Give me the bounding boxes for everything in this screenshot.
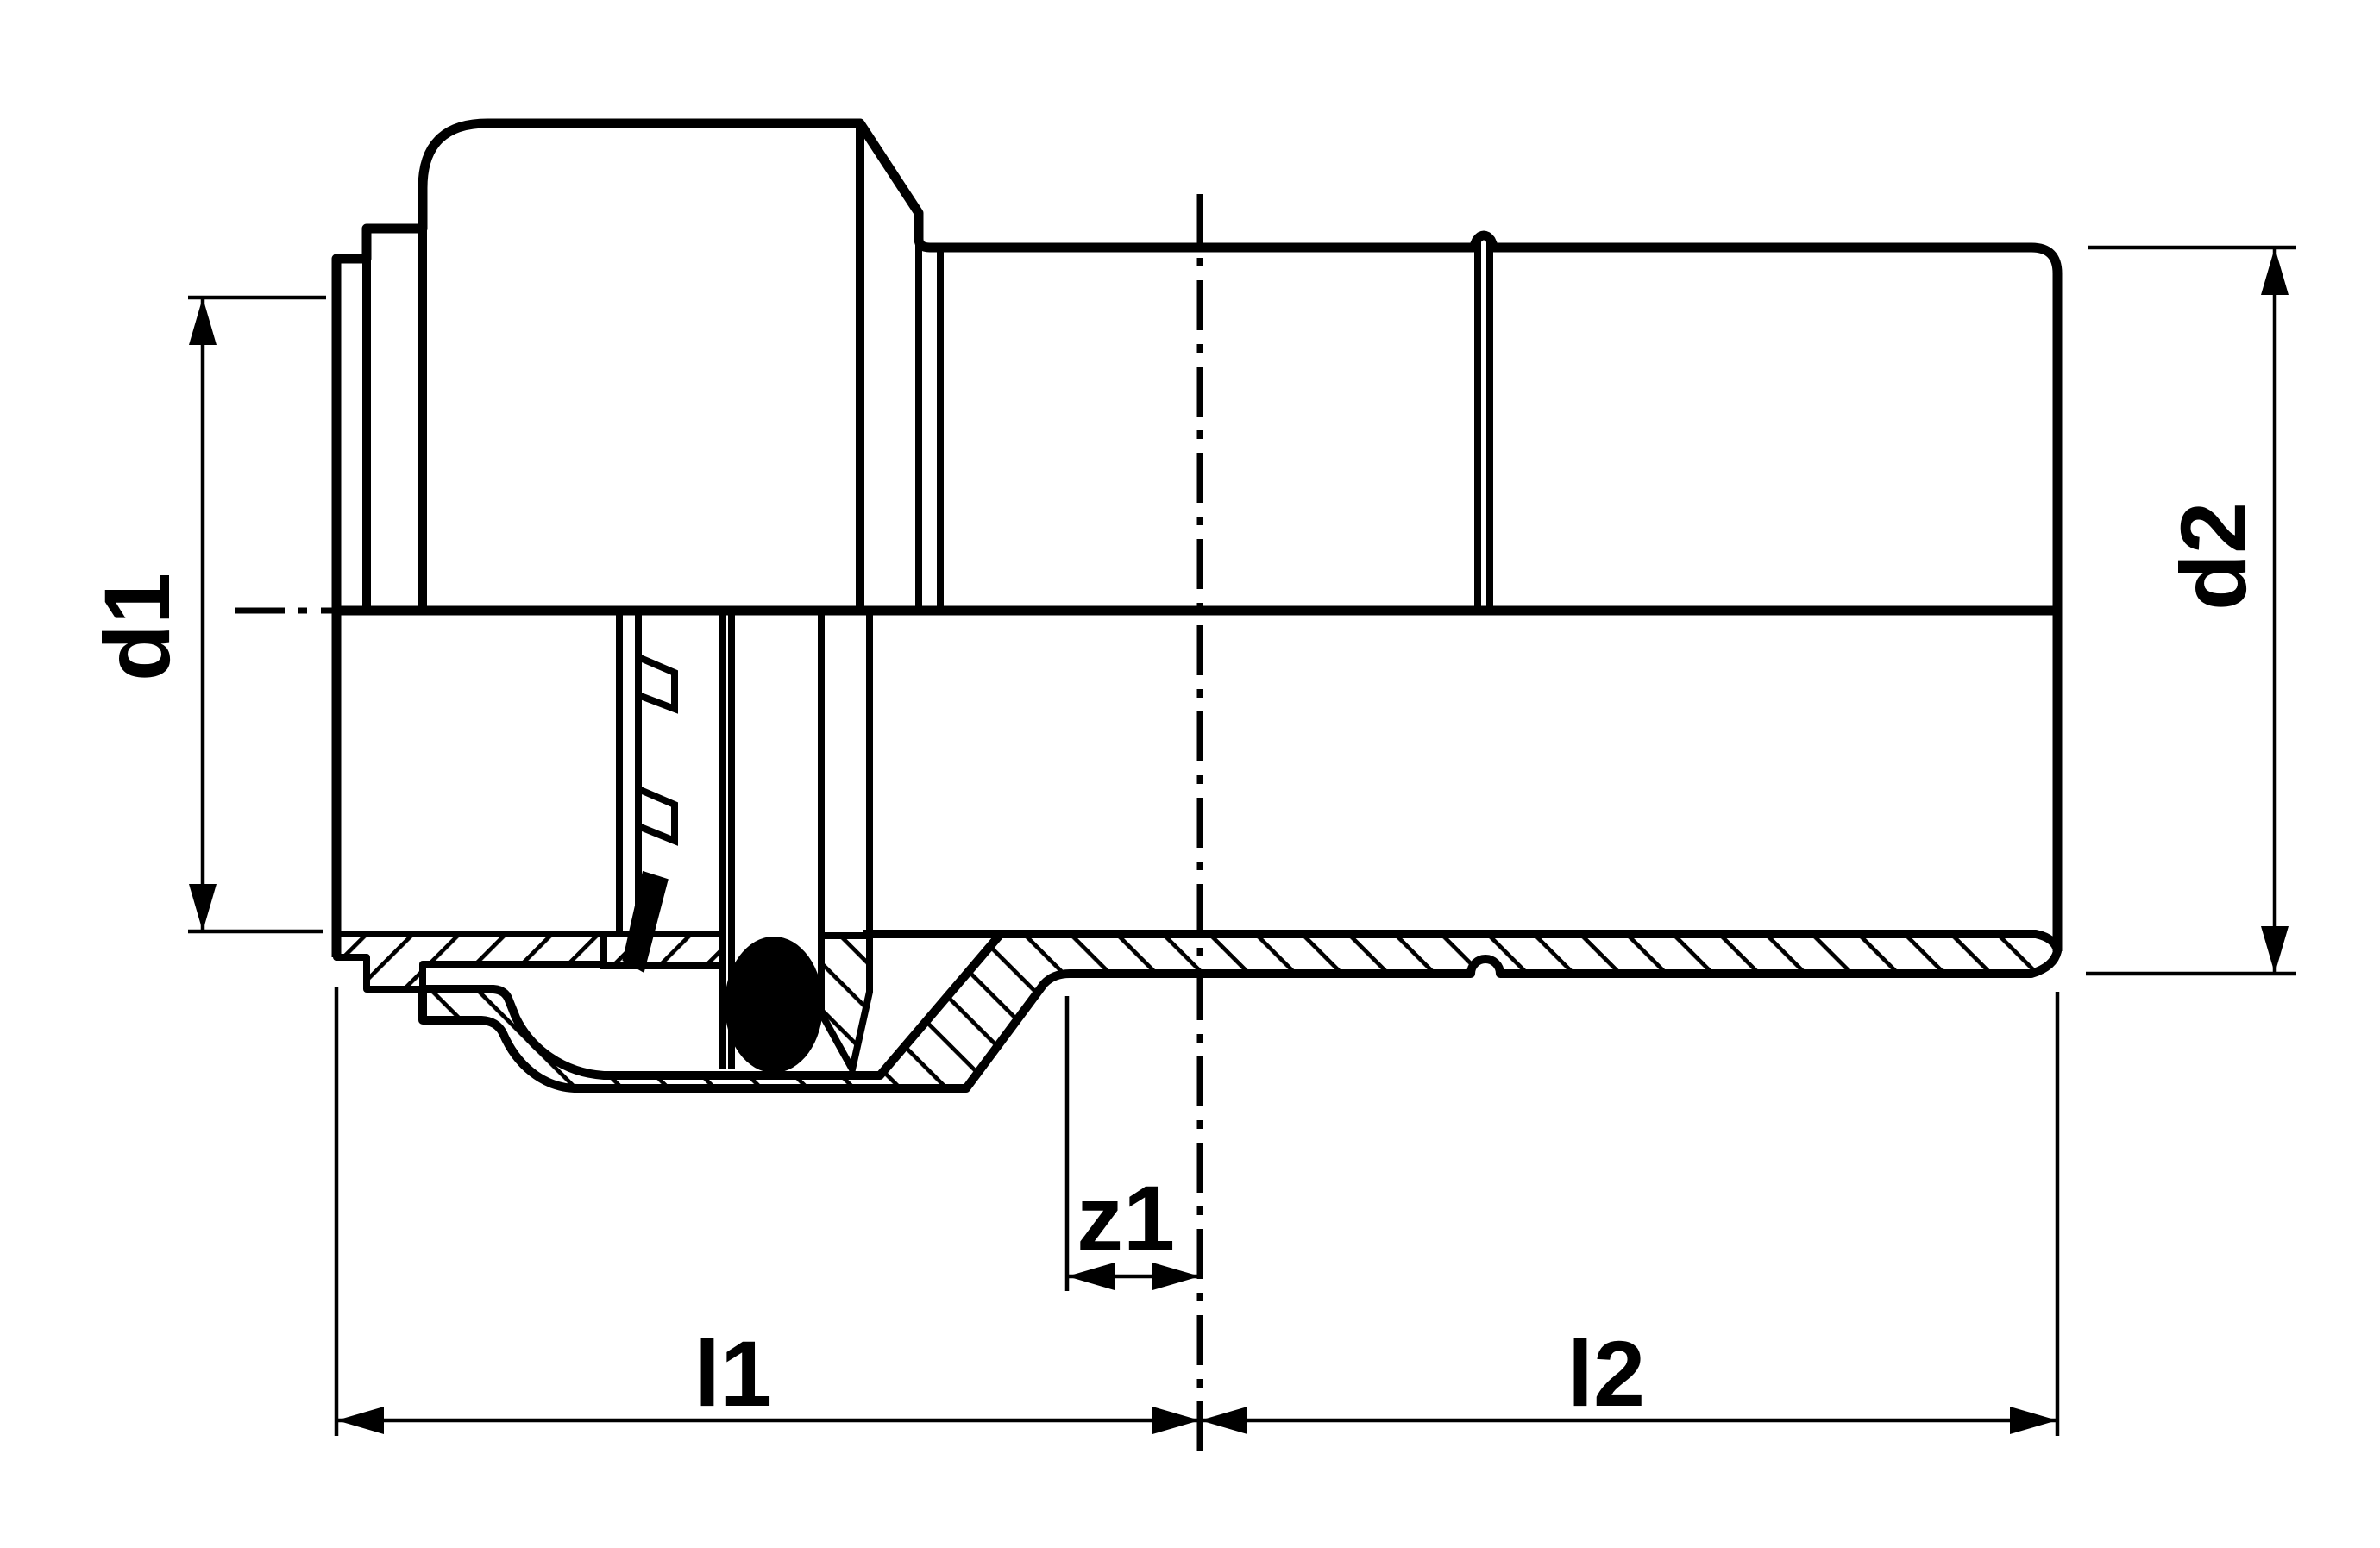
exterior-edges — [362, 123, 1493, 611]
groove-rib — [818, 932, 873, 1080]
dimension-label-l1: l1 — [694, 1321, 772, 1426]
dimension-label-l2: l2 — [1567, 1321, 1645, 1426]
grip-tooth-2 — [635, 783, 678, 846]
internal-components — [616, 611, 873, 1069]
dimension-label-d2: d2 — [2161, 502, 2265, 611]
dimension-labels: d1 d2 l1 l2 z1 — [85, 502, 2265, 1426]
insert-base-section — [600, 931, 726, 969]
dimension-label-d1: d1 — [85, 573, 189, 681]
centre-lines — [235, 194, 1203, 1456]
o-ring-seal — [725, 937, 823, 1073]
grip-tooth-3-engaged — [622, 870, 669, 974]
dimension-label-z1: z1 — [1077, 1166, 1175, 1270]
sleeve-section-hatched — [333, 931, 726, 993]
grip-tooth-1 — [635, 651, 678, 714]
dimension-lines — [188, 245, 2296, 1436]
